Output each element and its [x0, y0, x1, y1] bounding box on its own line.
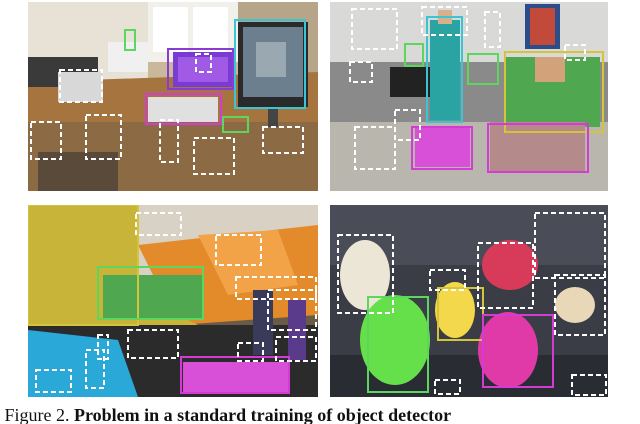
office-people-laptop-scene: [330, 2, 608, 191]
teddy-bears-image: [330, 205, 608, 397]
office-desk-image: [28, 2, 318, 191]
office-people-image: [330, 2, 608, 191]
office-desk-scene: [28, 2, 318, 191]
sewing-scissors-scene: [28, 205, 318, 397]
sewing-image: [28, 205, 318, 397]
figure-caption-text: Problem in a standard training of object…: [74, 405, 452, 424]
figure-caption: Figure 2. Problem in a standard training…: [0, 405, 640, 424]
teddy-bears-scene: [330, 205, 608, 397]
figure-caption-label: Figure 2.: [4, 405, 70, 424]
